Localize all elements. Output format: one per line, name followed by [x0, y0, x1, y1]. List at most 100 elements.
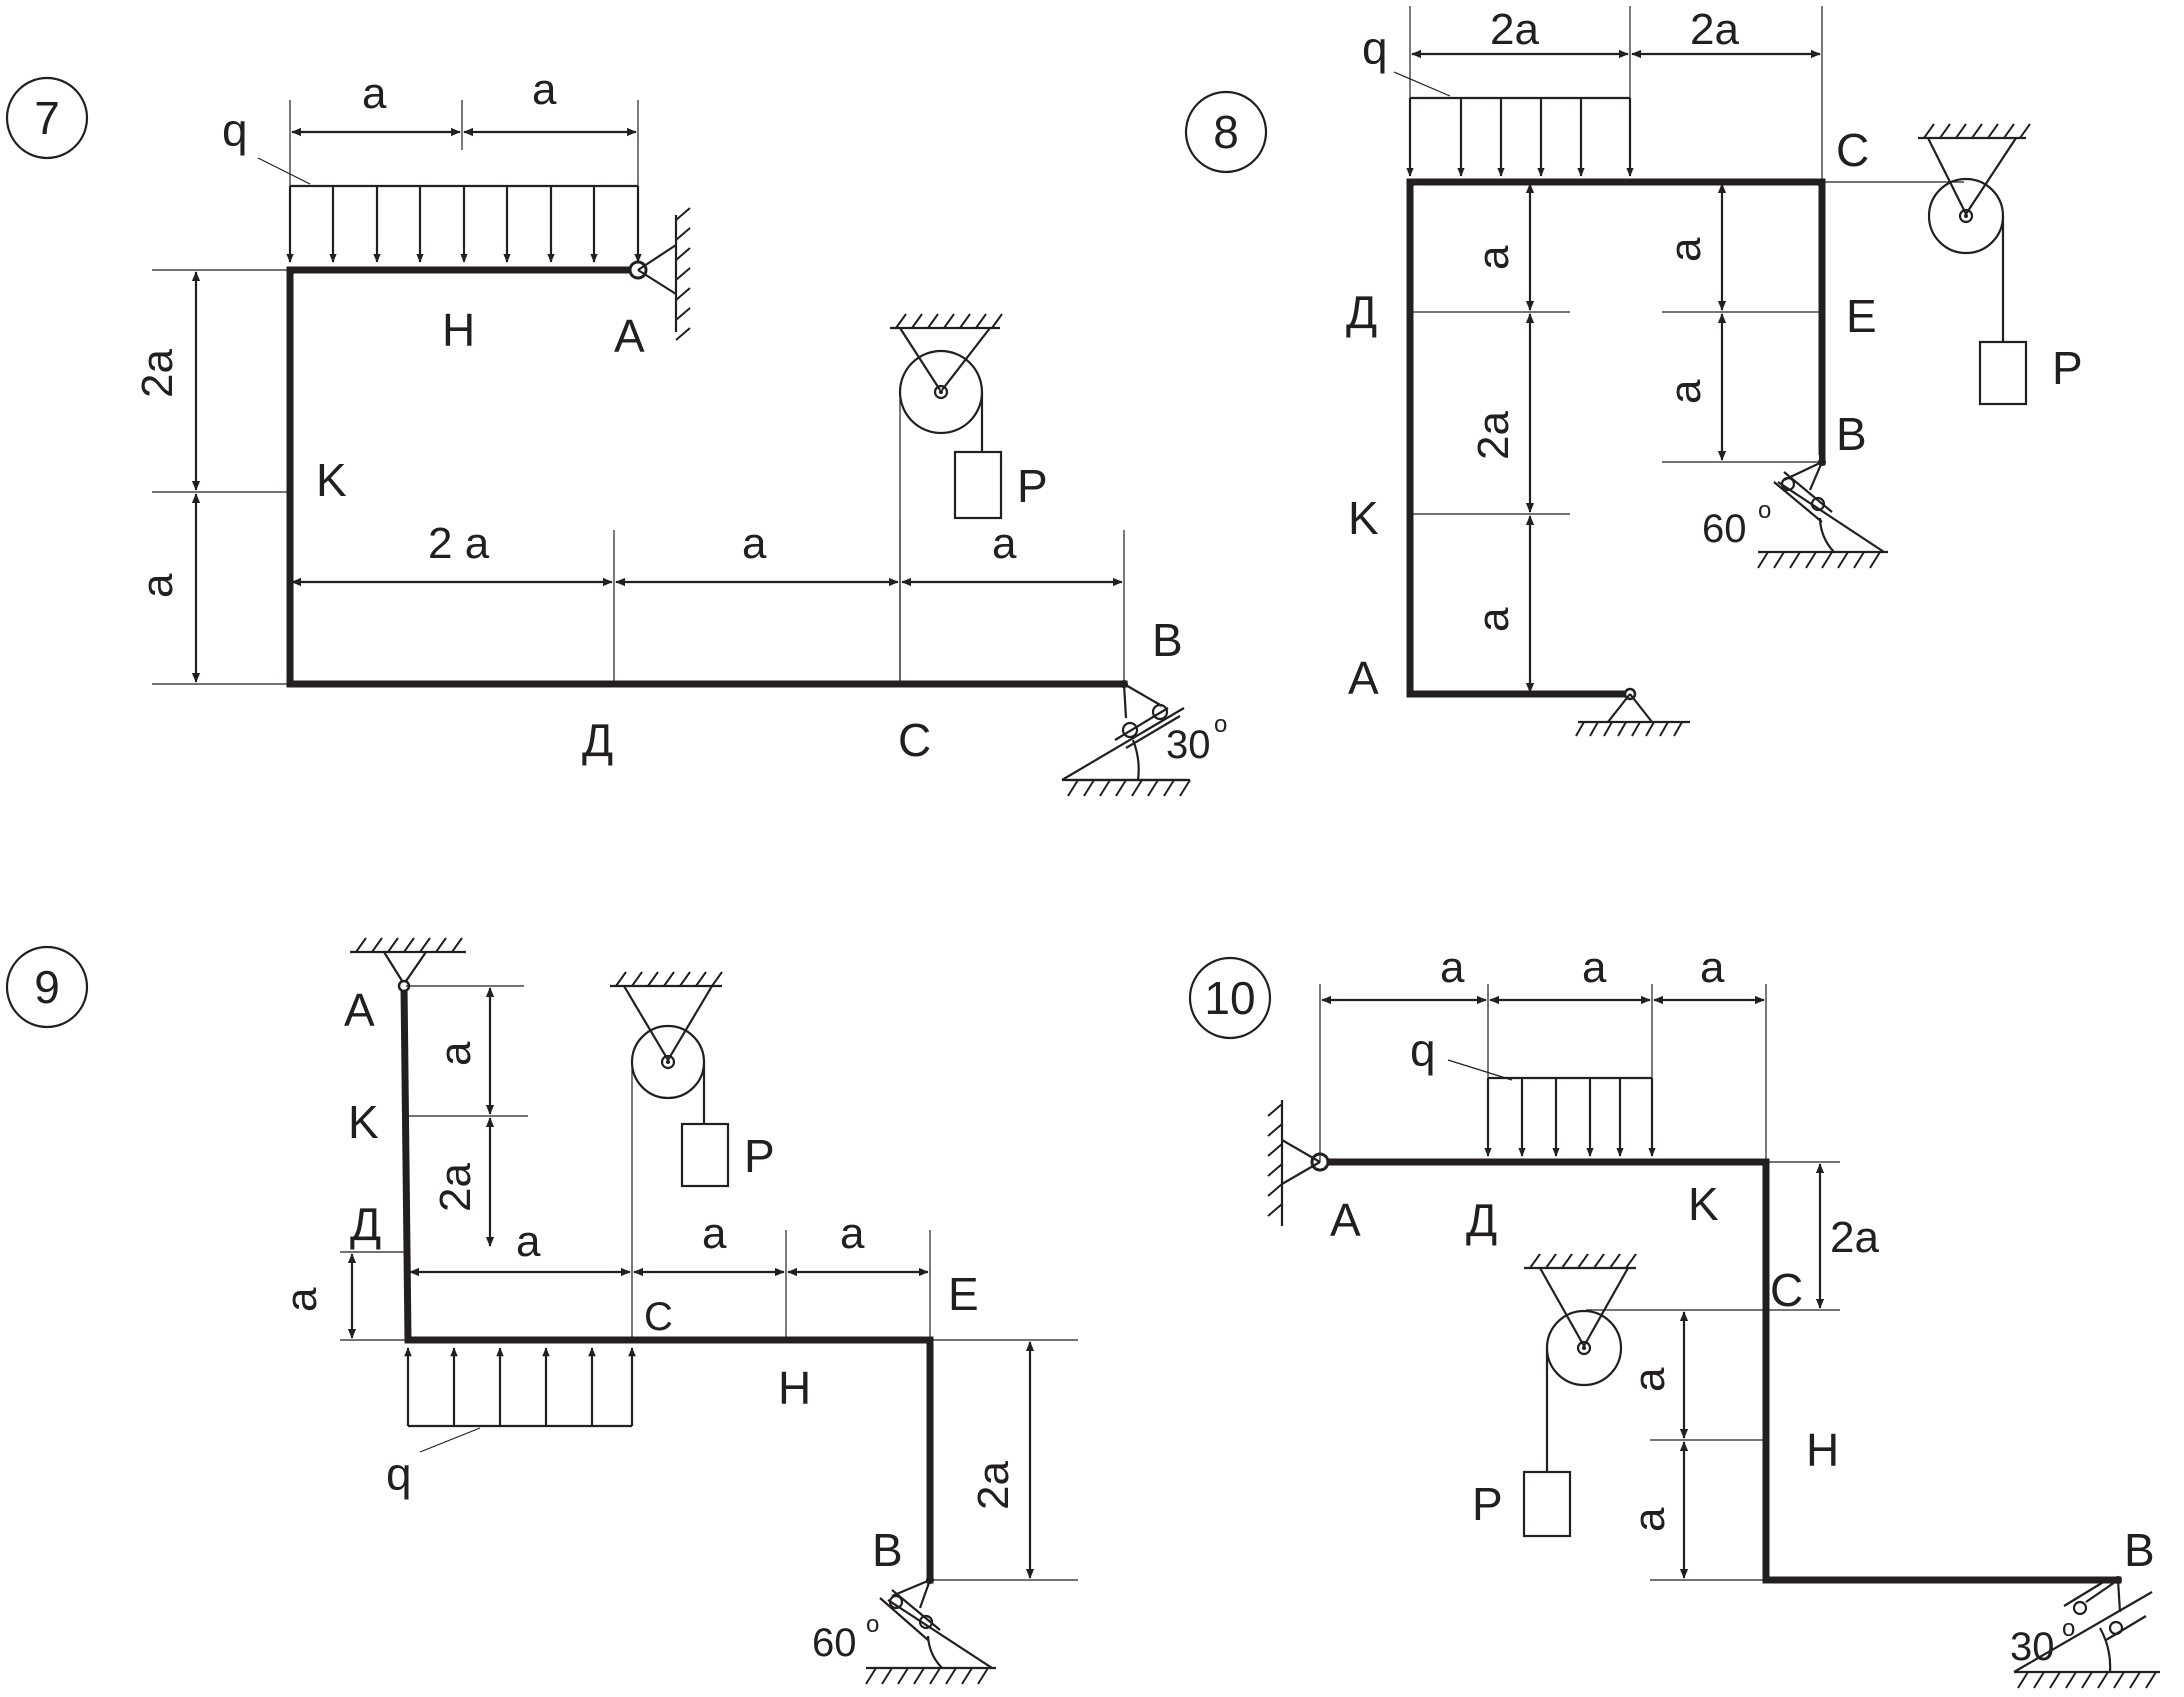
panel-number: 10	[1204, 972, 1255, 1024]
point-a: A	[614, 310, 645, 362]
angle-label: 30	[2010, 1625, 2055, 1669]
dim-horiz-1: a	[516, 1217, 541, 1266]
point-k: K	[316, 454, 347, 506]
dim-left-lower: a	[133, 573, 182, 598]
dim-bottom-1: 2 a	[428, 519, 490, 568]
weight-label: P	[1017, 460, 1048, 512]
left-dimensions	[340, 985, 528, 1341]
angle-label: 60	[812, 1621, 857, 1665]
weight-label: P	[744, 1130, 775, 1182]
frame	[286, 266, 1128, 688]
dim-top-2: a	[1582, 943, 1607, 992]
dim-right-2: a	[1625, 1367, 1674, 1392]
dim-horiz-3: a	[840, 1209, 865, 1258]
distributed-load-q	[1447, 1059, 1656, 1157]
point-k: K	[1348, 492, 1379, 544]
point-h: H	[778, 1362, 811, 1414]
dim-top-1: a	[1440, 943, 1465, 992]
point-a: A	[1348, 652, 1379, 704]
dim-horiz-2: a	[702, 1209, 727, 1258]
dim-left-1: a	[1469, 245, 1518, 270]
dim-top-right: a	[532, 65, 557, 114]
point-d: Д	[1466, 1194, 1497, 1246]
load-label: q	[1410, 1024, 1436, 1076]
dim-bottom-2: a	[742, 519, 767, 568]
left-dimensions	[1410, 183, 1570, 693]
wall-support-a	[637, 207, 691, 341]
frame	[400, 982, 934, 1584]
dim-top-3: a	[1700, 943, 1725, 992]
dim-right-2: a	[1661, 379, 1710, 404]
distributed-load-q	[404, 1347, 636, 1453]
panel-number: 9	[34, 961, 60, 1013]
top-dimensions	[1319, 984, 1767, 1162]
point-a: A	[1330, 1194, 1361, 1246]
weight-box	[680, 1122, 730, 1188]
left-dimensions	[152, 269, 290, 685]
pulley	[890, 313, 1003, 684]
dim-right-3: a	[1625, 1507, 1674, 1532]
panel-number: 8	[1213, 106, 1239, 158]
point-b: B	[1836, 408, 1867, 460]
point-b: B	[872, 1524, 903, 1576]
point-b: B	[2124, 1524, 2155, 1576]
roller-support-b	[1061, 680, 1191, 797]
load-label: q	[222, 104, 248, 156]
dim-top-right: 2a	[1690, 5, 1739, 54]
dim-right-1: a	[1661, 237, 1710, 262]
dim-right-1: 2a	[1830, 1213, 1879, 1262]
panel-9: 9 a 2a a a	[5, 937, 1078, 1685]
top-dimensions	[289, 100, 639, 186]
dim-left-upper: 2a	[133, 349, 182, 398]
point-h: H	[442, 304, 475, 356]
pulley	[1522, 1253, 1637, 1538]
point-c: C	[1836, 124, 1869, 176]
dim-left-3: a	[277, 1287, 326, 1312]
angle-label: 30	[1166, 723, 1211, 767]
degree-sign: o	[1214, 711, 1227, 738]
right-dimensions	[1586, 1161, 1840, 1581]
weight-box	[1978, 340, 2028, 406]
right-dimensions	[1662, 183, 1822, 463]
load-label: q	[386, 1448, 412, 1500]
dim-top-left: a	[362, 69, 387, 118]
pin-support	[1575, 687, 1690, 737]
dim-left-3: a	[1469, 607, 1518, 632]
horizontal-dimensions	[409, 1230, 931, 1340]
point-k: K	[1688, 1178, 1719, 1230]
panel-number-circle	[1188, 956, 1272, 1040]
frame	[1316, 1158, 2122, 1584]
pulley	[1822, 123, 2031, 406]
panel-8: 8 q 2a 2a	[1184, 5, 2083, 737]
roller-support-b	[1757, 458, 1888, 569]
panel-10: 10 a a a	[1188, 943, 2160, 1689]
point-d: Д	[1346, 286, 1377, 338]
top-dimensions	[1409, 6, 1823, 182]
point-b: B	[1152, 614, 1183, 666]
degree-sign: o	[1758, 497, 1771, 524]
pin-support-a	[350, 937, 466, 993]
dim-top-left: 2a	[1490, 5, 1539, 54]
panel-number-circle	[1184, 90, 1268, 174]
dim-right-v: 2a	[969, 1461, 1018, 1510]
pulley	[610, 971, 730, 1340]
dim-left-2: 2a	[431, 1163, 480, 1212]
point-d: Д	[582, 714, 613, 766]
panel-number-circle	[5, 945, 89, 1029]
weight-box	[953, 450, 1003, 520]
load-label: q	[1362, 22, 1388, 74]
point-k: K	[348, 1096, 379, 1148]
roller-support-b	[2013, 1576, 2160, 1689]
point-c: C	[1770, 1264, 1803, 1316]
panel-7: 7 q	[5, 65, 1227, 797]
wall-support-a	[1267, 1100, 1321, 1226]
point-a: A	[344, 984, 375, 1036]
weight-box	[1522, 1470, 1572, 1538]
dim-left-2: 2a	[1469, 411, 1518, 460]
weight-label: P	[2052, 342, 2083, 394]
dim-left-1: a	[431, 1041, 480, 1066]
angle-label: 60	[1702, 507, 1747, 551]
point-h: H	[1806, 1424, 1839, 1476]
point-e: E	[1846, 290, 1877, 342]
